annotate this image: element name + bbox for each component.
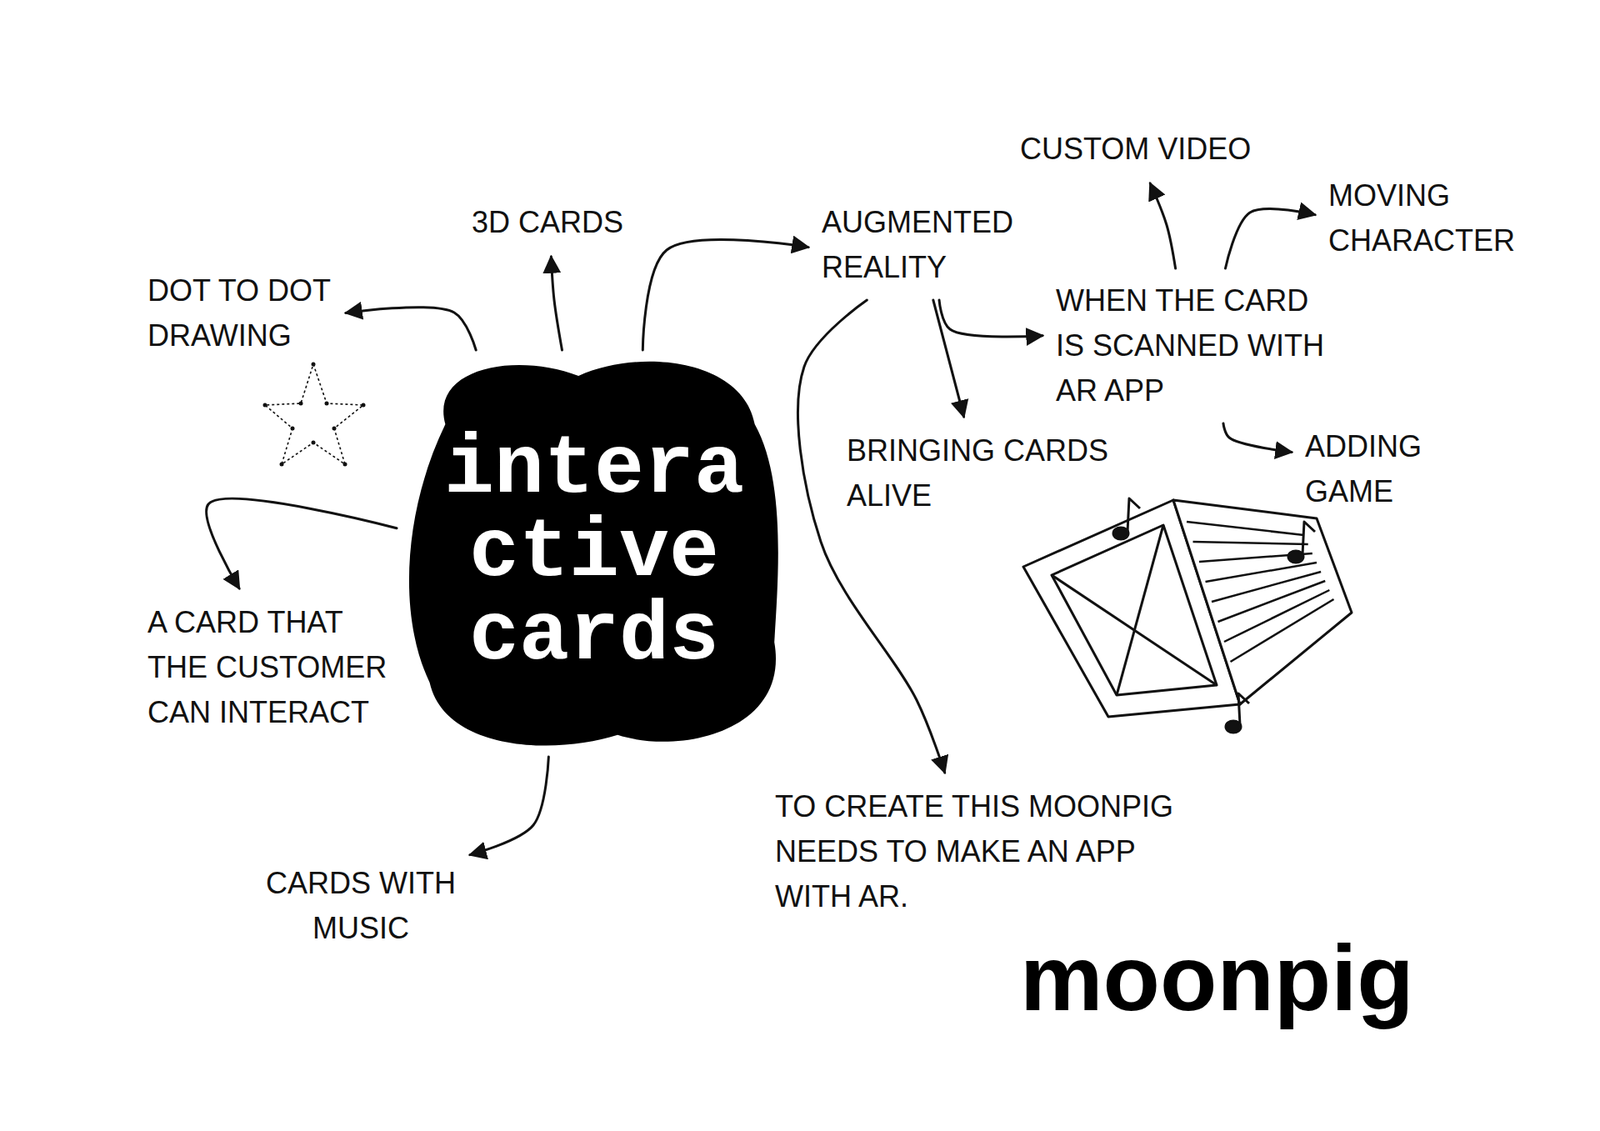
- topic-node: CARDS WITH MUSIC: [260, 857, 462, 955]
- picture-cross: [1116, 525, 1164, 695]
- page-text-lines: [1186, 521, 1334, 662]
- text-line: [1218, 580, 1326, 622]
- text-line: [1186, 521, 1305, 535]
- star-outline: [265, 364, 364, 465]
- music-notes: [1113, 498, 1315, 733]
- connector-arrow: [1225, 209, 1315, 269]
- topic-node: CUSTOM VIDEO: [1015, 123, 1259, 175]
- node-text: TO CREATE THIS MOONPIG NEEDS TO MAKE AN …: [775, 789, 1174, 914]
- node-text: WHEN THE CARD IS SCANNED WITH AR APP: [1055, 283, 1325, 408]
- connector-arrow: [939, 300, 1043, 337]
- node-text: BRINGING CARDS ALIVE: [846, 433, 1109, 513]
- topic-node: ADDING GAME: [1300, 420, 1430, 518]
- connector-arrow: [470, 756, 549, 855]
- star-dots: [263, 362, 366, 467]
- topic-node: AUGMENTED REALITY: [816, 196, 1021, 294]
- text-line: [1193, 541, 1309, 545]
- connector-arrow: [798, 300, 945, 773]
- node-text: DOT TO DOT DRAWING: [147, 273, 330, 353]
- node-text: AUGMENTED REALITY: [821, 205, 1014, 285]
- text-line: [1230, 599, 1335, 662]
- topic-node: TO CREATE THIS MOONPIG NEEDS TO MAKE AN …: [770, 780, 1181, 923]
- connector-arrow: [206, 498, 397, 589]
- node-text: MOVING CHARACTER: [1328, 178, 1515, 258]
- topic-node: WHEN THE CARD IS SCANNED WITH AR APP: [1050, 275, 1332, 417]
- connector-arrow: [642, 240, 809, 350]
- node-text: CARDS WITH MUSIC: [265, 865, 456, 945]
- connector-arrow: [1150, 183, 1175, 269]
- dot-star: [263, 362, 366, 467]
- central-topic: interactive cards: [398, 351, 790, 755]
- connector-arrow: [345, 307, 476, 350]
- text-line: [1205, 562, 1317, 582]
- node-text: ADDING GAME: [1305, 429, 1422, 509]
- topic-node: A CARD THAT THE CUSTOMER CAN INTERACT: [142, 596, 395, 739]
- book-right-page: [1173, 500, 1352, 705]
- node-text: CUSTOM VIDEO: [1020, 131, 1251, 166]
- brand-logo: moonpig: [1020, 931, 1415, 1025]
- connector-arrow: [933, 300, 965, 417]
- blob-fill: [409, 361, 779, 746]
- music-book: [1023, 498, 1352, 733]
- topic-node: BRINGING CARDS ALIVE: [841, 425, 1116, 522]
- node-text: 3D CARDS: [471, 205, 624, 240]
- topic-node: MOVING CHARACTER: [1323, 170, 1523, 267]
- topic-node: DOT TO DOT DRAWING: [142, 265, 338, 362]
- node-text: A CARD THAT THE CUSTOMER CAN INTERACT: [147, 605, 387, 730]
- connector-arrow: [1223, 423, 1292, 453]
- topic-node: 3D CARDS: [466, 196, 631, 249]
- node-text: interactive cards: [440, 428, 749, 679]
- connector-arrow: [550, 256, 562, 350]
- text-line: [1211, 571, 1321, 602]
